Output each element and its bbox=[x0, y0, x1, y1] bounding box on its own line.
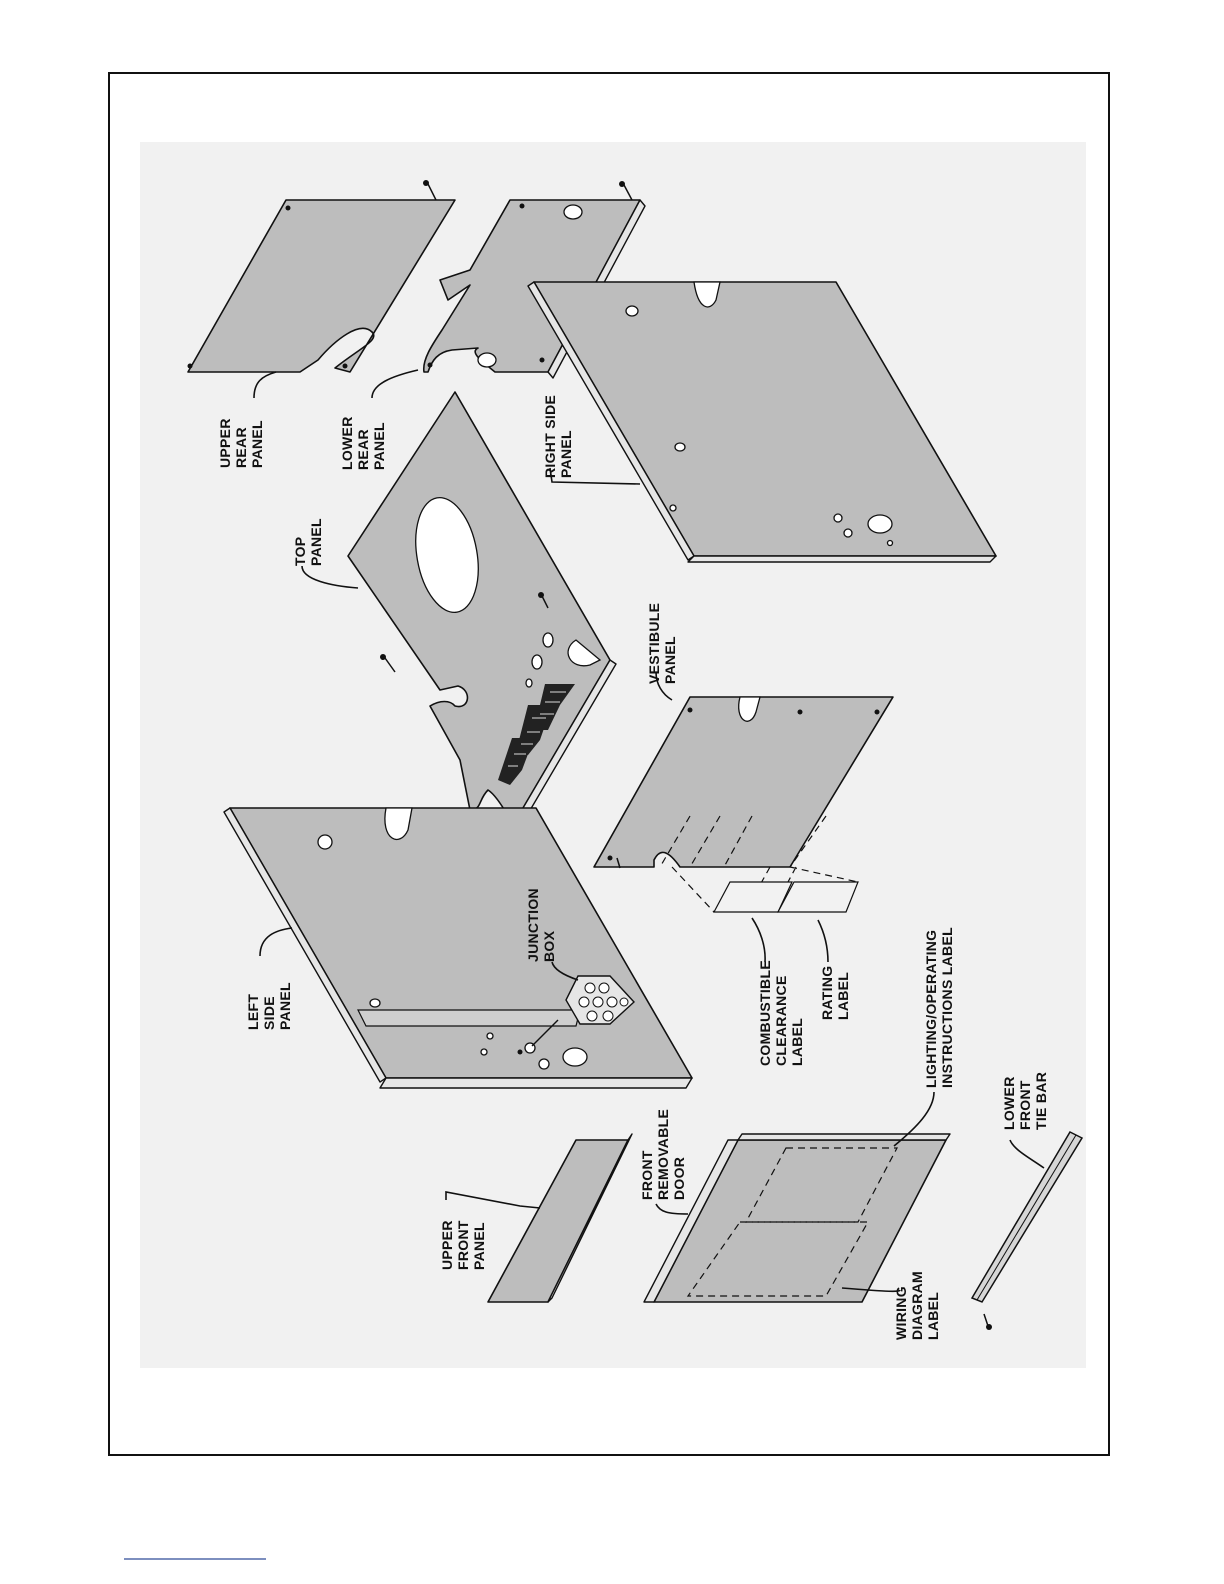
label-lower-front-tie-bar: LOWER FRONT TIE BAR bbox=[1001, 1072, 1049, 1130]
svg-text:UPPER: UPPER bbox=[217, 418, 233, 468]
label-lighting-operating: LIGHTING/OPERATING INSTRUCTIONS LABEL bbox=[923, 927, 955, 1088]
label-line: CLEARANCE bbox=[773, 975, 789, 1066]
footer-rule bbox=[124, 1558, 266, 1560]
label-line: FRONT bbox=[1017, 1080, 1033, 1130]
label-line: LABEL bbox=[789, 1018, 805, 1066]
label-line: PANEL bbox=[371, 422, 387, 470]
label-line: PANEL bbox=[308, 518, 324, 566]
label-line: REAR bbox=[233, 427, 249, 468]
label-line: PANEL bbox=[471, 1222, 487, 1270]
label-line: LOWER bbox=[339, 416, 355, 470]
label-line: DIAGRAM bbox=[909, 1271, 925, 1340]
label-line: LOWER bbox=[1001, 1076, 1017, 1130]
label-line: RATING bbox=[819, 966, 835, 1020]
label-line: REAR bbox=[355, 429, 371, 470]
label-line: SIDE bbox=[261, 996, 277, 1030]
label-line: UPPER bbox=[439, 1220, 455, 1270]
label-line: BOX bbox=[541, 930, 557, 962]
label-line: JUNCTION bbox=[525, 888, 541, 962]
label-upper-front-panel: UPPER FRONT PANEL bbox=[439, 1220, 487, 1270]
label-line: LABEL bbox=[835, 972, 851, 1020]
label-line: PANEL bbox=[277, 982, 293, 1030]
label-line: LIGHTING/OPERATING bbox=[923, 930, 939, 1088]
label-line: INSTRUCTIONS LABEL bbox=[939, 927, 955, 1088]
label-line: TOP bbox=[292, 537, 308, 566]
label-line: VESTIBULE bbox=[646, 603, 662, 684]
label-line: PANEL bbox=[662, 636, 678, 684]
label-line: UPPER bbox=[217, 418, 233, 468]
label-line: PANEL bbox=[249, 420, 265, 468]
label-line: PANEL bbox=[558, 430, 574, 478]
label-line: COMBUSTIBLE bbox=[757, 960, 773, 1066]
label-line: FRONT bbox=[455, 1220, 471, 1270]
label-line: RIGHT SIDE bbox=[542, 395, 558, 478]
label-line: TIE BAR bbox=[1033, 1072, 1049, 1130]
label-line: LABEL bbox=[925, 1292, 941, 1340]
label-line: LEFT bbox=[245, 994, 261, 1030]
label-line: DOOR bbox=[671, 1157, 687, 1200]
label-line: WIRING bbox=[893, 1286, 909, 1340]
label-line: FRONT bbox=[639, 1150, 655, 1200]
label-rating: RATING LABEL bbox=[819, 966, 851, 1020]
label-line: REMOVABLE bbox=[655, 1109, 671, 1200]
